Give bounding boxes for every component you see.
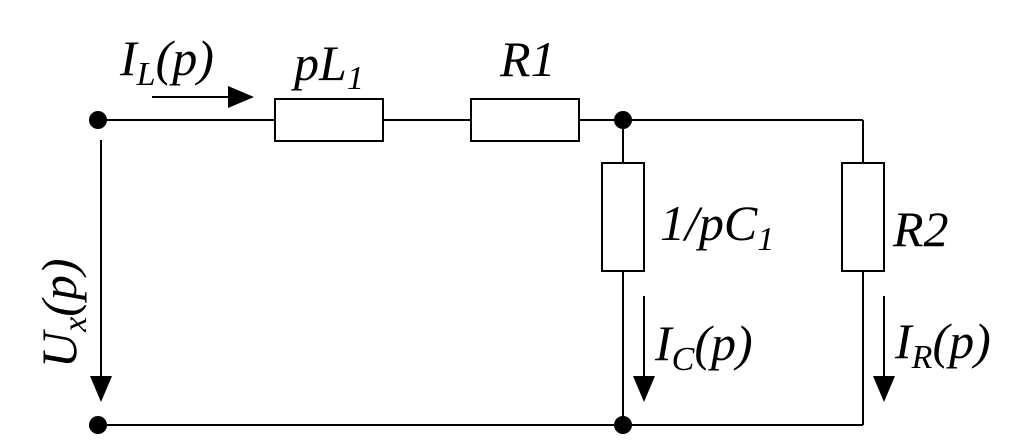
terminal-bottom-left <box>89 416 107 434</box>
inductor-pl1 <box>274 98 384 142</box>
resistor-r2 <box>841 162 885 272</box>
label-ir: IR(p) <box>894 313 991 376</box>
resistor-r1 <box>470 98 580 142</box>
current-ic-arrow <box>633 296 655 402</box>
terminal-top-left <box>89 111 107 129</box>
voltage-ux-arrow <box>90 140 112 402</box>
current-il-arrow <box>152 86 254 108</box>
label-r1: R1 <box>499 31 556 87</box>
label-r2: R2 <box>892 201 949 257</box>
node-top-junction <box>614 111 632 129</box>
label-il: IL(p) <box>119 30 214 93</box>
label-ux: Ux(p) <box>31 258 94 368</box>
current-ir-arrow <box>873 296 895 402</box>
capacitor-c1 <box>601 162 645 272</box>
node-bottom-junction <box>614 416 632 434</box>
label-pl1: pL1 <box>291 35 364 97</box>
label-c1: 1/pC1 <box>660 195 774 258</box>
label-ic: IC(p) <box>654 315 753 378</box>
